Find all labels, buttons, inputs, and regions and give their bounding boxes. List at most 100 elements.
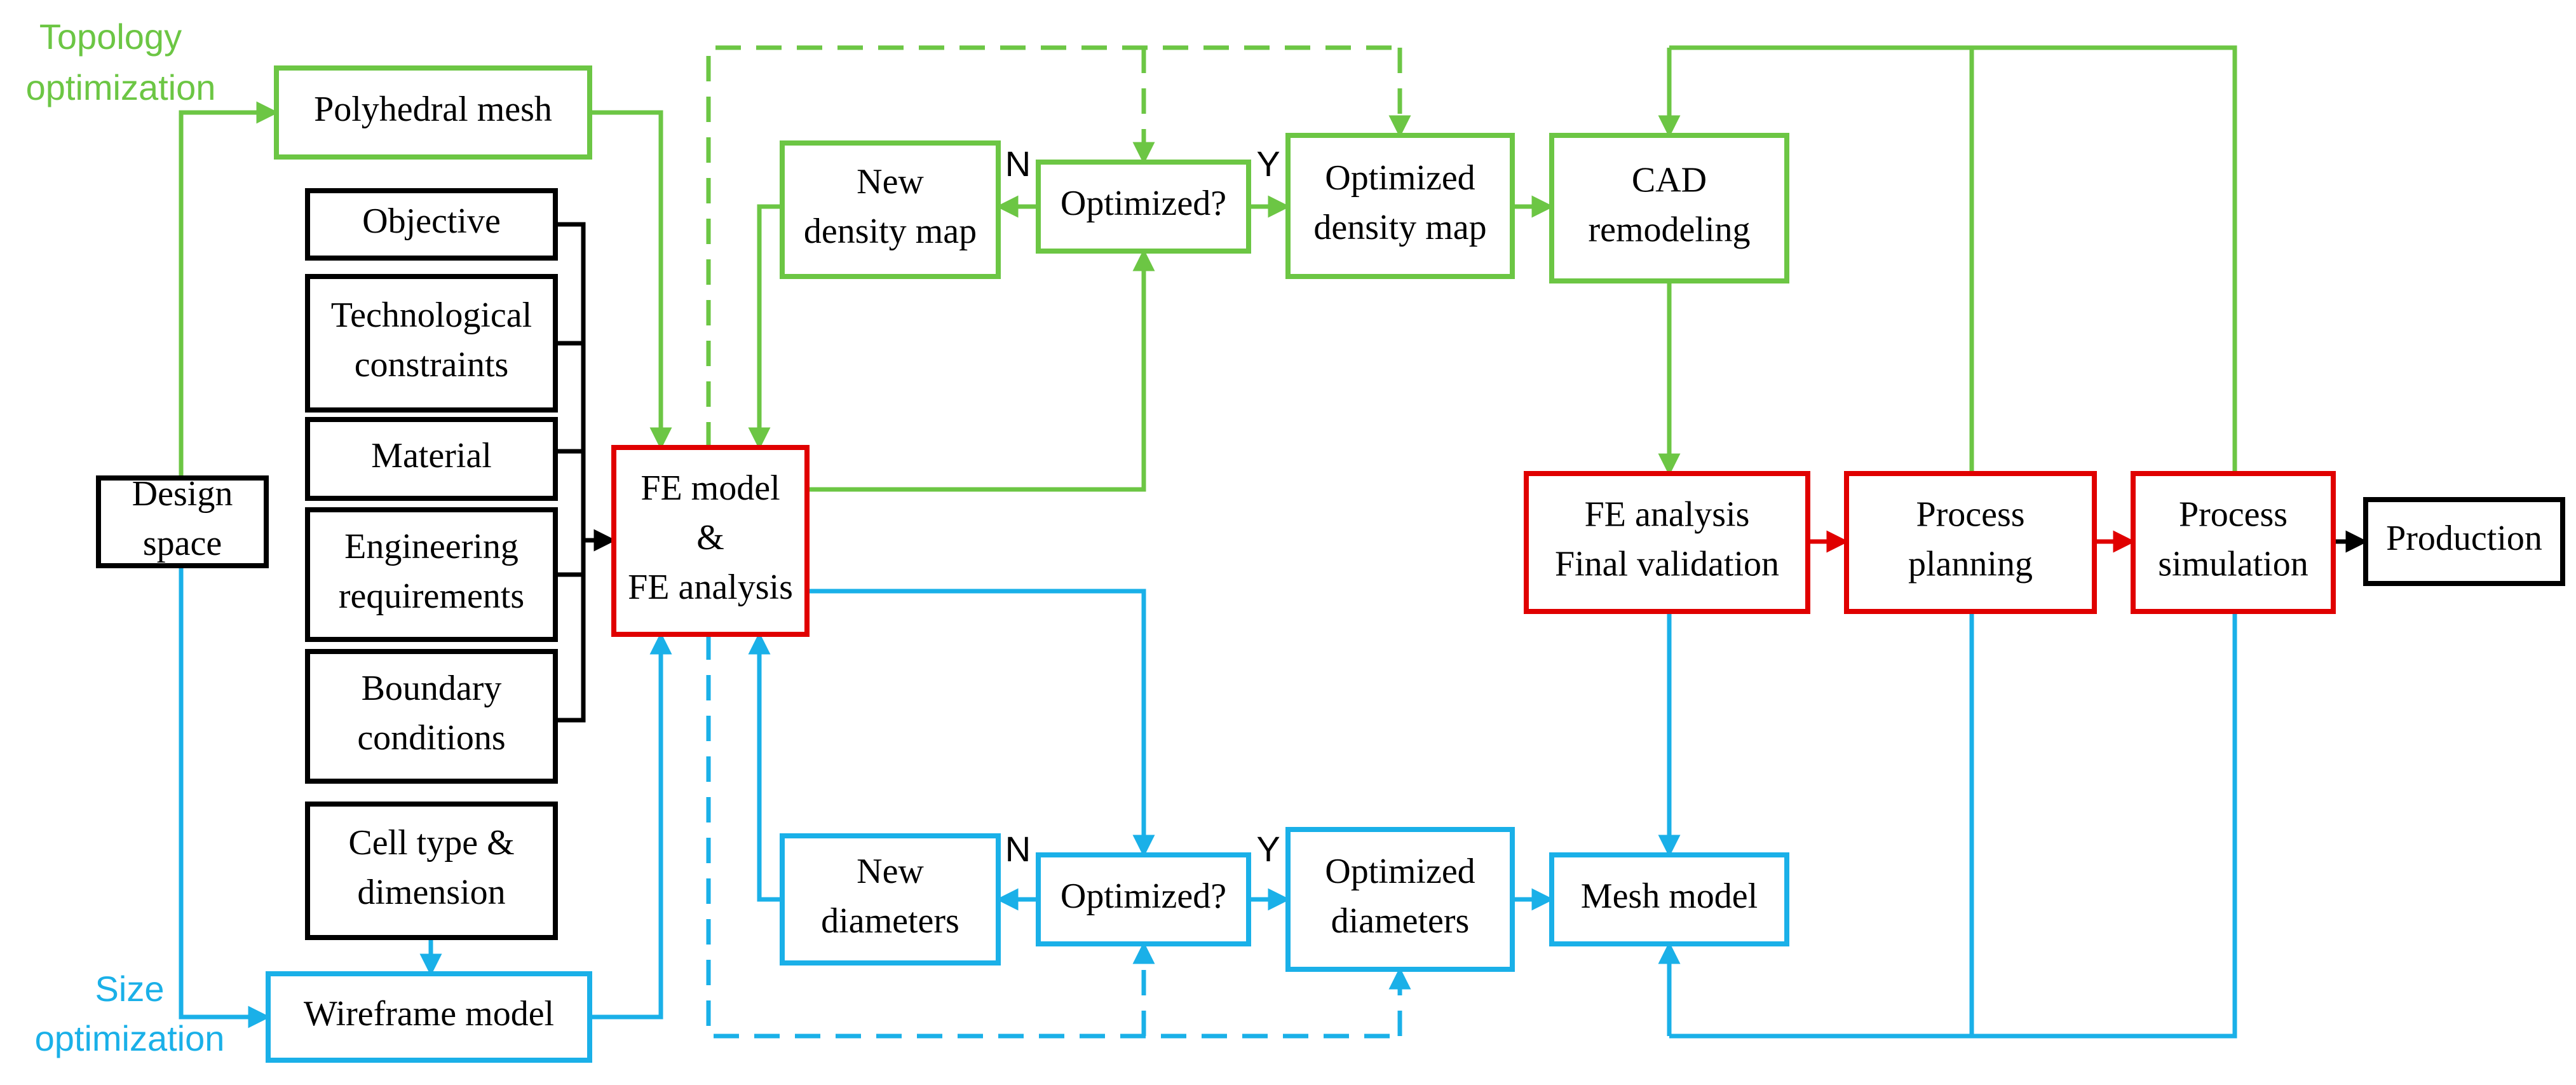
polyhedral-mesh-box	[274, 65, 592, 160]
fe-model-node: FE model & FE analysis	[611, 445, 810, 637]
new-density-label-line-2: density map	[804, 212, 977, 251]
opt-diameters-label-line-2: diameters	[1331, 901, 1470, 941]
eng-requirements-box	[305, 507, 558, 642]
tech-constraints-label-line-2: constraints	[355, 345, 509, 385]
tech-constraints-node: Technological constraints	[305, 274, 558, 413]
polyhedral-mesh-node: Polyhedral mesh	[274, 65, 592, 160]
production-label-line-1: Production	[2386, 519, 2542, 558]
fe-model-label-line-1: FE model	[641, 468, 780, 508]
polyhedral-to-fe-model-edge	[590, 110, 672, 450]
topology-dashed-loop	[706, 45, 1400, 447]
material-label-line-1: Material	[371, 436, 492, 475]
fe-model-to-optimized-bottom-edge	[807, 589, 1155, 857]
eng-requirements-label-line-2: requirements	[339, 577, 524, 616]
new-diameters-box	[780, 833, 1001, 966]
cell-type-box	[305, 802, 558, 940]
process-simulation-label-line-1: Process	[2179, 495, 2288, 534]
optimized-bottom-box	[1036, 852, 1251, 946]
cell-type-node: Cell type &dimension	[305, 802, 558, 940]
new-diameters-label-line-1: New	[857, 852, 924, 891]
design-space-label-line-1: Design	[132, 474, 233, 514]
optimized-bottom-node: Optimized?	[1036, 852, 1251, 946]
optimized-top-label-line-1: Optimized?	[1061, 184, 1226, 223]
process-planning-label-line-2: planning	[1908, 544, 2033, 583]
mesh-model-box	[1549, 852, 1789, 946]
boundary-conditions-box	[305, 649, 558, 784]
size-feedback-bottom-line	[1669, 611, 2237, 1039]
boundary-conditions-label-line-2: conditions	[357, 718, 505, 758]
new-density-node: New density map	[780, 140, 1001, 279]
topology-feedback-top-line	[1669, 45, 2237, 566]
size-label-line2: optimization	[35, 1018, 225, 1058]
design-space-node: Design space	[96, 474, 269, 568]
polyhedral-mesh-label-line-1: Polyhedral mesh	[314, 90, 552, 129]
cad-remodeling-box	[1549, 133, 1789, 283]
wireframe-model-label-line-1: Wireframe model	[304, 994, 554, 1034]
eng-requirements-label-line-1: Engineering	[344, 527, 519, 566]
connectors	[179, 45, 2368, 1039]
process-planning-label-line-1: Process	[1916, 495, 2024, 534]
opt-density-label-line-2: density map	[1313, 208, 1486, 247]
new-density-box	[780, 140, 1001, 279]
tech-constraints-label-line-1: Technological	[331, 296, 532, 335]
new-diameters-node: New diameters	[780, 833, 1001, 966]
size-dashed-loop	[706, 634, 1400, 1039]
cad-remodeling-label-line-1: CAD	[1632, 160, 1707, 200]
design-space-box	[96, 475, 269, 568]
opt-diameters-node: Optimized diameters	[1285, 827, 1515, 972]
topology-label-line2: optimization	[26, 67, 216, 107]
material-node: Material	[305, 417, 558, 501]
process-planning-box	[1844, 471, 2097, 614]
new-diameters-label-line-2: diameters	[821, 901, 959, 941]
fe-model-to-optimized-top-edge	[807, 249, 1155, 492]
wireframe-to-fe-model-edge	[590, 632, 672, 1020]
opt-diameters-label-line-1: Optimized	[1325, 852, 1475, 891]
design-to-wireframe-edge	[179, 566, 271, 1028]
fe-final-label-line-1: FE analysis	[1585, 495, 1750, 534]
wireframe-model-node: Wireframe model	[266, 971, 592, 1063]
design-space-label-line-2: space	[143, 524, 222, 563]
n-label-top: N	[1005, 144, 1031, 184]
y-label-top: Y	[1256, 144, 1280, 184]
new-diameters-to-fe-model-edge	[748, 632, 782, 902]
process-simulation-node: Process simulation	[2131, 471, 2336, 614]
mesh-model-node: Mesh model	[1549, 852, 1789, 946]
fe-model-label-line-3: FE analysis	[628, 568, 793, 607]
n-label-bottom: N	[1005, 829, 1031, 869]
material-box	[305, 417, 558, 501]
process-simulation-box	[2131, 471, 2336, 614]
process-simulation-label-line-2: simulation	[2158, 544, 2308, 583]
fe-final-box	[1524, 471, 1810, 614]
objective-label-line-1: Objective	[362, 201, 501, 241]
design-to-polyhedral-edge	[179, 101, 279, 478]
production-box	[2363, 497, 2565, 586]
fe-model-label-line-2: &	[696, 518, 724, 557]
mesh-model-label-line-1: Mesh model	[1581, 877, 1758, 916]
fe-model-box	[611, 445, 810, 637]
objective-node: Objective	[305, 188, 558, 261]
opt-diameters-box	[1285, 827, 1515, 972]
y-label-bottom: Y	[1256, 829, 1280, 869]
eng-requirements-node: Engineering requirements	[305, 507, 558, 642]
new-density-label-line-1: New	[857, 162, 924, 201]
objective-box	[305, 188, 558, 261]
tech-constraints-box	[305, 274, 558, 413]
new-density-to-fe-model-edge	[748, 204, 782, 450]
optimized-top-node: Optimized?	[1036, 160, 1251, 254]
topology-label-line1: Topology	[39, 17, 182, 57]
cell-type-label-line-2: dimension	[357, 873, 505, 912]
size-label-line1: Size	[95, 969, 165, 1009]
inputs-bracket	[555, 222, 586, 723]
wireframe-model-box	[266, 971, 592, 1063]
fe-final-label-line-2: Final validation	[1555, 544, 1779, 583]
production-node: Production	[2363, 497, 2565, 586]
optimized-top-box	[1036, 160, 1251, 254]
process-planning-node: Process planning	[1844, 471, 2097, 614]
optimized-bottom-label-line-1: Optimized?	[1061, 877, 1226, 916]
opt-density-box	[1285, 133, 1515, 279]
